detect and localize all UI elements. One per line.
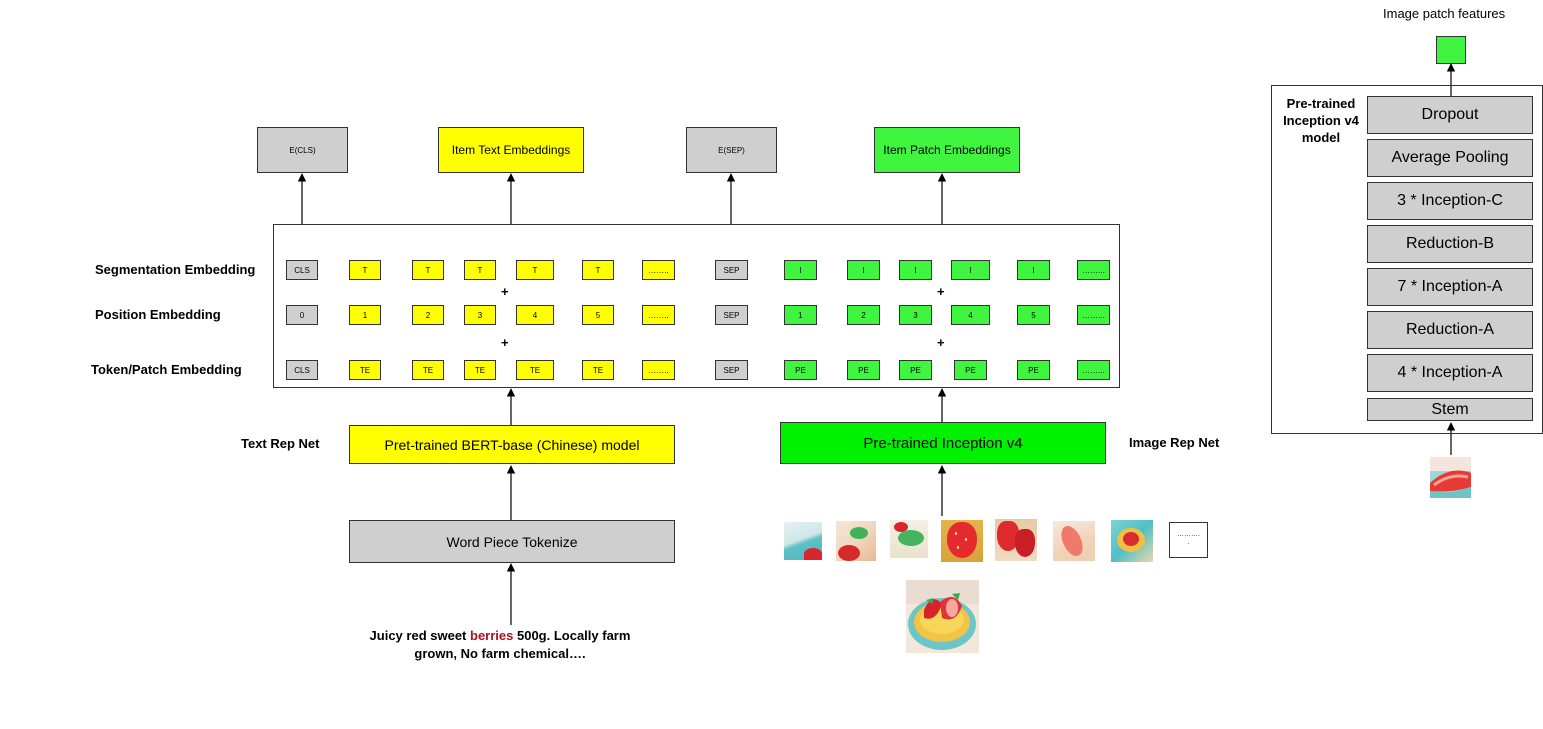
- tok-token: CLS: [286, 360, 318, 380]
- layer-stem: Stem: [1367, 398, 1533, 421]
- patch-thumbnail: [836, 521, 876, 561]
- cls-output-box: E(CLS): [257, 127, 348, 173]
- layer-average-pooling: Average Pooling: [1367, 139, 1533, 177]
- tok-token: PE: [954, 360, 987, 380]
- tok-token: PE: [847, 360, 880, 380]
- tok-token: TE: [412, 360, 444, 380]
- plus-sign-text-upper: +: [501, 284, 509, 299]
- item-patch-embeddings-box: Item Patch Embeddings: [874, 127, 1020, 173]
- plus-sign-image-upper: +: [937, 284, 945, 299]
- layer-dropout: Dropout: [1367, 96, 1533, 134]
- patch-feature-square: [1436, 36, 1466, 64]
- tok-token: TE: [464, 360, 496, 380]
- token-patch-embedding-label: Token/Patch Embedding: [91, 362, 242, 377]
- layer-inception-a-7: 7 * Inception-A: [1367, 268, 1533, 306]
- pos-token: ……...: [1077, 305, 1110, 325]
- position-embedding-label: Position Embedding: [95, 307, 221, 322]
- input-text: Juicy red sweet berries 500g. Locally fa…: [330, 627, 670, 663]
- pos-token: 2: [412, 305, 444, 325]
- patch-thumbnail: [941, 520, 983, 562]
- seg-token: ……..: [642, 260, 675, 280]
- plus-sign-text-lower: +: [501, 335, 509, 350]
- pos-token: ……..: [642, 305, 675, 325]
- tok-token: PE: [1017, 360, 1050, 380]
- seg-token: I: [1017, 260, 1050, 280]
- pos-token: SEP: [715, 305, 748, 325]
- strawberry-source-image: [906, 580, 979, 653]
- item-text-embeddings-box: Item Text Embeddings: [438, 127, 584, 173]
- pos-token: 4: [516, 305, 554, 325]
- strawberry-slice-image: [1430, 457, 1471, 498]
- text-rep-net-label: Text Rep Net: [241, 436, 320, 451]
- inception-model-label: Pre-trained Inception v4 model: [1283, 96, 1359, 145]
- pos-token: 4: [951, 305, 990, 325]
- layer-inception-c: 3 * Inception-C: [1367, 182, 1533, 220]
- patch-thumbnail: [1111, 520, 1153, 562]
- seg-token: ……...: [1077, 260, 1110, 280]
- input-text-line1: Juicy red sweet berries 500g. Locally fa…: [369, 628, 631, 643]
- seg-token: T: [412, 260, 444, 280]
- pos-token: 2: [847, 305, 880, 325]
- seg-token: T: [464, 260, 496, 280]
- layer-inception-a-4: 4 * Inception-A: [1367, 354, 1533, 392]
- seg-token: I: [899, 260, 932, 280]
- pos-token: 5: [1017, 305, 1050, 325]
- layer-reduction-a: Reduction-A: [1367, 311, 1533, 349]
- input-text-line2: grown, No farm chemical….: [414, 646, 586, 661]
- seg-token: CLS: [286, 260, 318, 280]
- pos-token: 3: [899, 305, 932, 325]
- pos-token: 5: [582, 305, 614, 325]
- image-rep-net-label: Image Rep Net: [1129, 435, 1220, 450]
- seg-token: T: [349, 260, 381, 280]
- tok-token: PE: [784, 360, 817, 380]
- pos-token: 0: [286, 305, 318, 325]
- plus-sign-image-lower: +: [937, 335, 945, 350]
- sep-output-box: E(SEP): [686, 127, 777, 173]
- tok-token: ……...: [1077, 360, 1110, 380]
- segmentation-embedding-label: Segmentation Embedding: [95, 262, 256, 277]
- patch-ellipsis-tile: ………. .: [1169, 522, 1208, 558]
- tok-token: PE: [899, 360, 932, 380]
- highlighted-word: berries: [470, 628, 514, 643]
- patch-thumbnail: [890, 520, 928, 558]
- seg-token: T: [516, 260, 554, 280]
- inception-panel-title: Image patch features: [1383, 6, 1506, 21]
- embedding-container: [273, 224, 1120, 388]
- pos-token: 3: [464, 305, 496, 325]
- pos-token: 1: [784, 305, 817, 325]
- seg-token: SEP: [715, 260, 748, 280]
- bert-model-box: Pret-trained BERT-base (Chinese) model: [349, 425, 675, 464]
- seg-token: I: [784, 260, 817, 280]
- seg-token: I: [951, 260, 990, 280]
- tok-token: ……..: [642, 360, 675, 380]
- tok-token: TE: [349, 360, 381, 380]
- layer-reduction-b: Reduction-B: [1367, 225, 1533, 263]
- seg-token: T: [582, 260, 614, 280]
- patch-thumbnail: [1053, 521, 1095, 561]
- pos-token: 1: [349, 305, 381, 325]
- tok-token: TE: [582, 360, 614, 380]
- tok-token: SEP: [715, 360, 748, 380]
- word-piece-tokenize-box: Word Piece Tokenize: [349, 520, 675, 563]
- tok-token: TE: [516, 360, 554, 380]
- patch-thumbnail: [784, 522, 822, 560]
- inception-v4-box: Pre-trained Inception v4: [780, 422, 1106, 464]
- seg-token: I: [847, 260, 880, 280]
- patch-thumbnail: [995, 519, 1037, 561]
